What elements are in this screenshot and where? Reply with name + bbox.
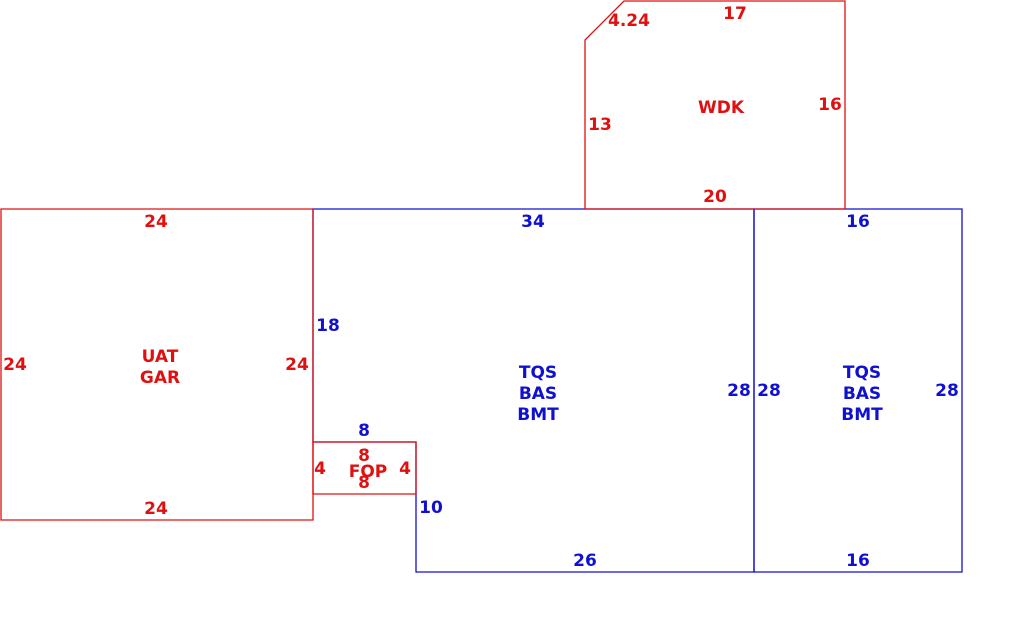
east-addition-dim-top: 16 bbox=[846, 212, 870, 232]
main-house-code-2: BAS bbox=[519, 384, 557, 404]
east-addition-dim-right: 28 bbox=[935, 381, 959, 401]
wood-deck-dim-right: 16 bbox=[818, 95, 842, 115]
porch-dim-bottom: 8 bbox=[358, 473, 370, 493]
garage-dim-left: 24 bbox=[3, 355, 27, 375]
main-house-dim-porch-notch: 8 bbox=[358, 421, 370, 441]
east-addition-code-3: BMT bbox=[841, 405, 883, 425]
porch-code: FOP bbox=[349, 462, 388, 482]
wood-deck-outline bbox=[584, 0, 846, 210]
east-addition-outline bbox=[753, 208, 963, 573]
east-addition-dim-bottom: 16 bbox=[846, 551, 870, 571]
main-house-dim-left-upper: 18 bbox=[316, 316, 340, 336]
east-addition-code-2: BAS bbox=[843, 384, 881, 404]
porch-dim-top: 8 bbox=[358, 446, 370, 466]
main-house-code-1: TQS bbox=[519, 363, 557, 383]
main-house-dim-right: 28 bbox=[727, 381, 751, 401]
main-house-code-3: BMT bbox=[517, 405, 559, 425]
garage-dim-bottom: 24 bbox=[144, 499, 168, 519]
garage-outline bbox=[0, 208, 314, 521]
porch-dim-right: 4 bbox=[399, 459, 411, 479]
main-house-dim-top: 34 bbox=[521, 212, 545, 232]
wood-deck-dim-diagonal: 4.24 bbox=[608, 11, 650, 31]
main-house-dim-bottom: 26 bbox=[573, 551, 597, 571]
garage-dim-top: 24 bbox=[144, 212, 168, 232]
east-addition-dim-left: 28 bbox=[757, 381, 781, 401]
wood-deck-code: WDK bbox=[698, 98, 745, 118]
porch-outline bbox=[312, 441, 417, 495]
east-addition-code-1: TQS bbox=[843, 363, 881, 383]
wood-deck-dim-left: 13 bbox=[588, 115, 612, 135]
garage-code-2: GAR bbox=[140, 368, 180, 388]
garage-code-1: UAT bbox=[142, 347, 179, 367]
main-house-dim-left-lower: 10 bbox=[419, 498, 443, 518]
garage-dim-right: 24 bbox=[285, 355, 309, 375]
porch-dim-left: 4 bbox=[314, 459, 326, 479]
wood-deck-dim-top: 17 bbox=[723, 4, 747, 24]
wood-deck-dim-bottom: 20 bbox=[703, 187, 727, 207]
